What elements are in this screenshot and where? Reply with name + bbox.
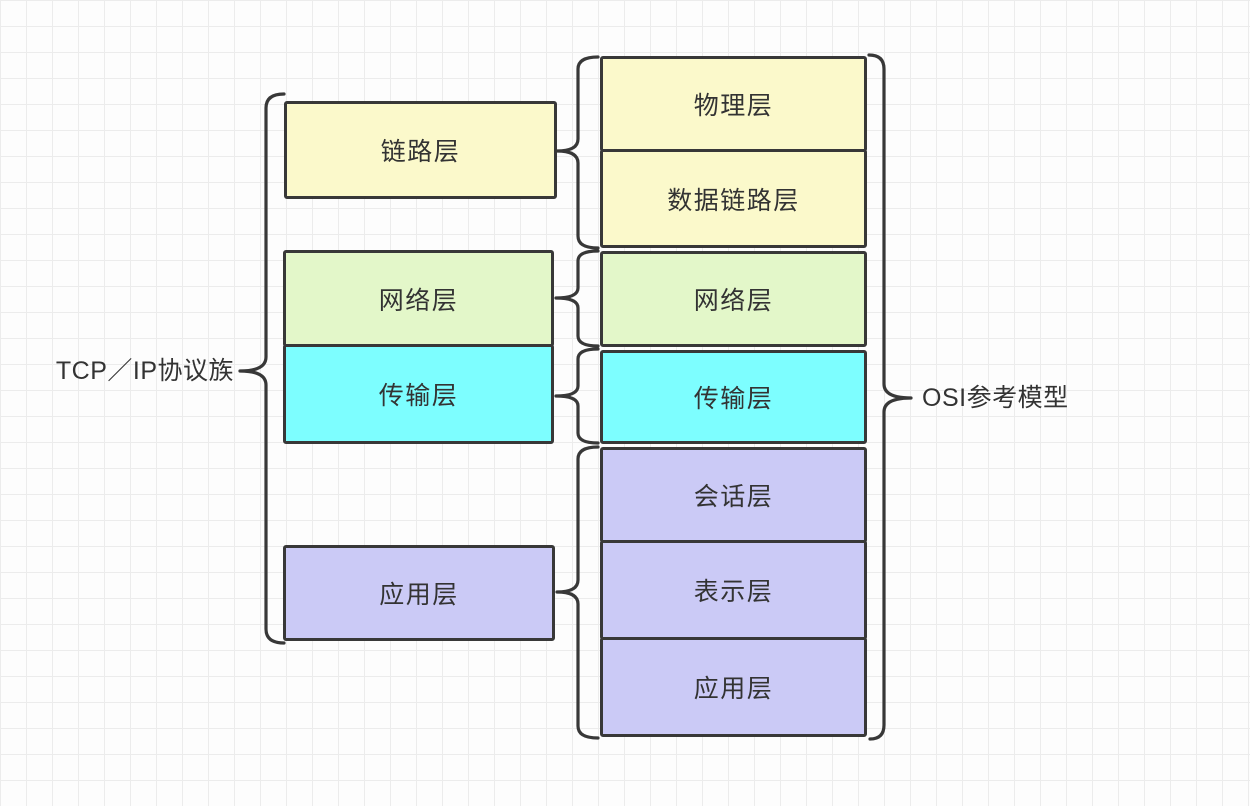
layer-label: 表示层	[693, 578, 774, 606]
osi-presentation-layer-box: 表示层	[600, 540, 867, 640]
tcpip-network-layer-box: 网络层	[283, 250, 554, 347]
osi-session-layer-box: 会话层	[600, 447, 867, 543]
tcpip-link-layer-box: 链路层	[284, 101, 557, 199]
layer-label: 物理层	[693, 92, 774, 120]
tcpip-group-brace	[238, 92, 286, 645]
tcpip-transport-layer-box: 传输层	[283, 344, 554, 444]
mapping-brace-link	[555, 55, 600, 250]
layer-label: 应用层	[379, 581, 459, 609]
layer-label: 传输层	[693, 385, 774, 413]
mapping-brace-application	[555, 445, 600, 740]
mapping-brace-transport	[554, 347, 600, 445]
layer-label: 链路层	[380, 138, 461, 166]
layer-label: 应用层	[693, 675, 774, 703]
mapping-brace-network	[554, 249, 600, 348]
tcpip-application-layer-box: 应用层	[283, 545, 555, 641]
layer-label: 传输层	[378, 382, 459, 410]
osi-network-layer-box: 网络层	[600, 251, 867, 347]
osi-datalink-layer-box: 数据链路层	[600, 149, 867, 248]
osi-application-layer-box: 应用层	[600, 637, 867, 737]
osi-physical-layer-box: 物理层	[600, 56, 867, 152]
tcpip-label: TCP／IP协议族	[55, 357, 234, 385]
osi-label: OSI参考模型	[922, 384, 1069, 412]
layer-label: 网络层	[378, 286, 459, 315]
layer-label: 网络层	[693, 287, 774, 315]
layer-label: 数据链路层	[667, 186, 800, 215]
osi-transport-layer-box: 传输层	[600, 350, 867, 444]
osi-group-brace	[867, 53, 913, 741]
layer-label: 会话层	[693, 483, 774, 511]
